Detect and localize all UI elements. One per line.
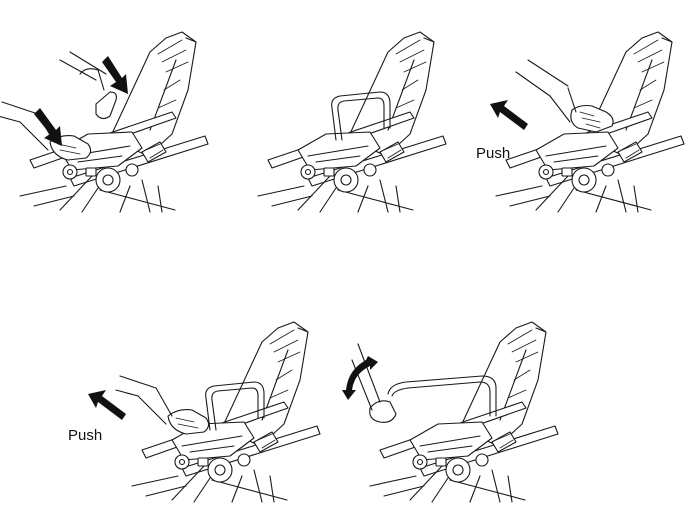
panel-step-2 <box>258 32 446 212</box>
panel-step-3 <box>490 32 684 212</box>
push-arrow-icon <box>490 100 528 130</box>
down-arrow-icon <box>102 56 128 94</box>
push-arrow-icon <box>88 390 126 420</box>
panel-step-5 <box>342 322 558 502</box>
curved-double-arrow-icon <box>342 356 378 400</box>
panel-step-1 <box>0 32 208 212</box>
push-label-step-4: Push <box>68 428 102 443</box>
push-label-step-3: Push <box>476 146 510 161</box>
panel-step-4 <box>88 322 320 502</box>
